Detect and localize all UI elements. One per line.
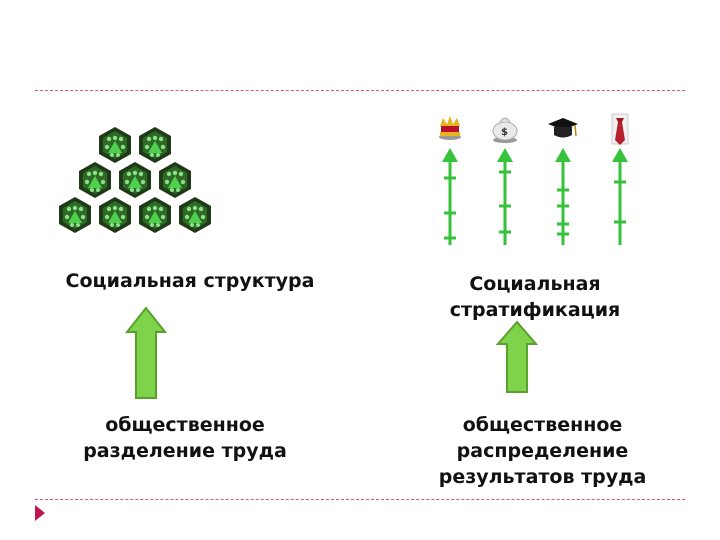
crowd-group-icon	[99, 197, 131, 233]
labor-division-label: общественное разделение труда	[83, 414, 287, 462]
up-arrow-left	[125, 306, 167, 399]
bullet-arrow-icon	[35, 505, 45, 521]
crowd-group-icon	[179, 197, 211, 233]
crowd-group-icon	[79, 162, 111, 198]
crowd-group-icon	[59, 197, 91, 233]
money-bag-icon: $	[492, 117, 518, 143]
stratification-ladders: $	[439, 113, 629, 245]
crowd-group-icon	[99, 127, 131, 163]
necktie-icon	[611, 113, 629, 145]
social-structure-pyramid	[59, 127, 211, 233]
svg-text:$: $	[501, 127, 508, 138]
top-divider	[35, 90, 685, 91]
crowd-group-icon	[159, 162, 191, 198]
crowd-group-icon	[119, 162, 151, 198]
labor-distribution-label: общественное распределение результатов т…	[438, 414, 647, 488]
social-stratification-label: Социальная стратификация	[449, 273, 621, 321]
bottom-divider	[35, 499, 685, 500]
crowd-group-icon	[139, 127, 171, 163]
social-structure-label: Социальная структура	[65, 270, 315, 292]
crowd-group-icon	[139, 197, 171, 233]
up-arrow-right	[496, 320, 538, 393]
graduation-cap-icon	[548, 118, 578, 138]
crown-icon	[439, 116, 461, 140]
